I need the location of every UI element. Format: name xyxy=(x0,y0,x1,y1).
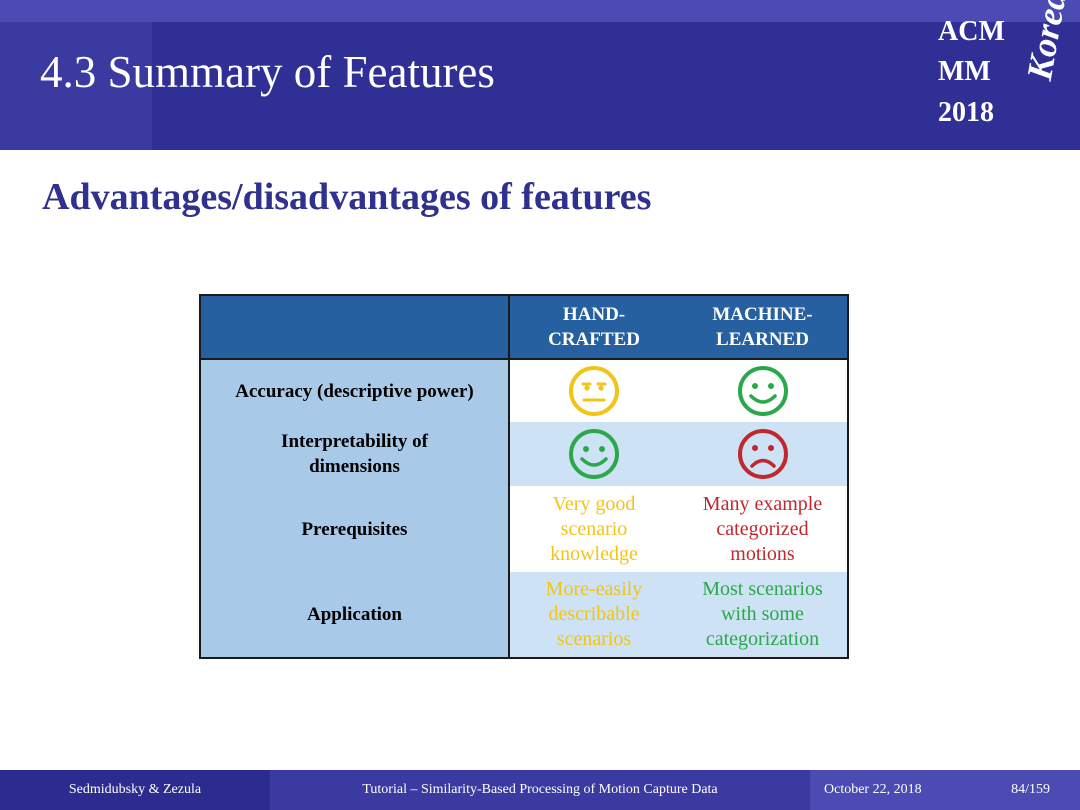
header-empty-cell xyxy=(201,296,508,358)
logo-line-mm: MM xyxy=(938,56,991,87)
cell-accuracy-machine-learned xyxy=(678,360,847,422)
column-header-machine-learned-label: MACHINE- LEARNED xyxy=(712,304,813,350)
footer-tutorial: Tutorial – Similarity-Based Processing o… xyxy=(270,770,810,810)
slide-title: 4.3 Summary of Features xyxy=(40,47,495,97)
header-strip xyxy=(0,0,1080,22)
header-dark-panel xyxy=(152,22,1080,150)
cell-application-hand-crafted-text: More-easily describable scenarios xyxy=(545,578,643,650)
row-label-interpretability: Interpretability of dimensions xyxy=(201,422,508,486)
table-vertical-divider xyxy=(508,296,510,657)
header-band: 4.3 Summary of Features ACM MM 2018 Kore… xyxy=(0,0,1080,150)
footer-date-page: October 22, 2018 84/159 xyxy=(810,770,1080,810)
footer-authors-text: Sedmidubsky & Zezula xyxy=(68,782,202,797)
row-label-column xyxy=(201,360,508,657)
footer-page-number: 84/159 xyxy=(1011,782,1050,797)
row-label-accuracy: Accuracy (descriptive power) xyxy=(201,360,508,422)
row-label-prerequisites-text: Prerequisites xyxy=(301,518,408,540)
section-title: Advantages/disadvantages of features xyxy=(42,176,652,218)
smiley-face-icon xyxy=(737,366,788,416)
features-table: HAND- CRAFTED MACHINE- LEARNED Accuracy … xyxy=(199,294,849,659)
footer-date: October 22, 2018 xyxy=(824,782,922,797)
smiley-face-icon xyxy=(569,429,619,479)
cell-prerequisites-machine-learned: Many example categorized motions xyxy=(678,486,847,572)
row-label-accuracy-text: Accuracy (descriptive power) xyxy=(235,380,474,402)
cell-interpretability-machine-learned xyxy=(678,422,847,486)
cell-prerequisites-machine-learned-text: Many example categorized motions xyxy=(702,492,823,565)
footer-authors: Sedmidubsky & Zezula xyxy=(0,770,270,810)
table-horizontal-divider xyxy=(201,358,847,360)
footer-tutorial-text: Tutorial – Similarity-Based Processing o… xyxy=(362,782,718,797)
neutral-face-icon xyxy=(569,366,619,416)
cell-application-hand-crafted: More-easily describable scenarios xyxy=(510,572,678,657)
row-label-interpretability-text: Interpretability of dimensions xyxy=(281,431,428,477)
sad-face-icon xyxy=(737,429,788,479)
row-label-prerequisites: Prerequisites xyxy=(201,486,508,572)
row-label-application-text: Application xyxy=(306,604,403,625)
column-header-machine-learned: MACHINE- LEARNED xyxy=(678,296,847,358)
footer-bar: Sedmidubsky & Zezula Tutorial – Similari… xyxy=(0,770,1080,810)
cell-accuracy-hand-crafted xyxy=(510,360,678,422)
row-label-application: Application xyxy=(201,572,508,657)
cell-prerequisites-hand-crafted-text: Very good scenario knowledge xyxy=(550,492,638,565)
column-header-hand-crafted: HAND- CRAFTED xyxy=(510,296,678,358)
cell-application-machine-learned: Most scenarios with some categorization xyxy=(678,572,847,657)
cell-interpretability-hand-crafted xyxy=(510,422,678,486)
cell-application-machine-learned-text: Most scenarios with some categorization xyxy=(702,578,823,650)
acm-mm-logo: ACM MM 2018 Korea xyxy=(938,0,1074,134)
logo-line-acm: ACM xyxy=(938,16,1005,47)
column-header-hand-crafted-label: HAND- CRAFTED xyxy=(548,304,640,350)
logo-line-year: 2018 xyxy=(938,97,994,128)
cell-prerequisites-hand-crafted: Very good scenario knowledge xyxy=(510,486,678,572)
